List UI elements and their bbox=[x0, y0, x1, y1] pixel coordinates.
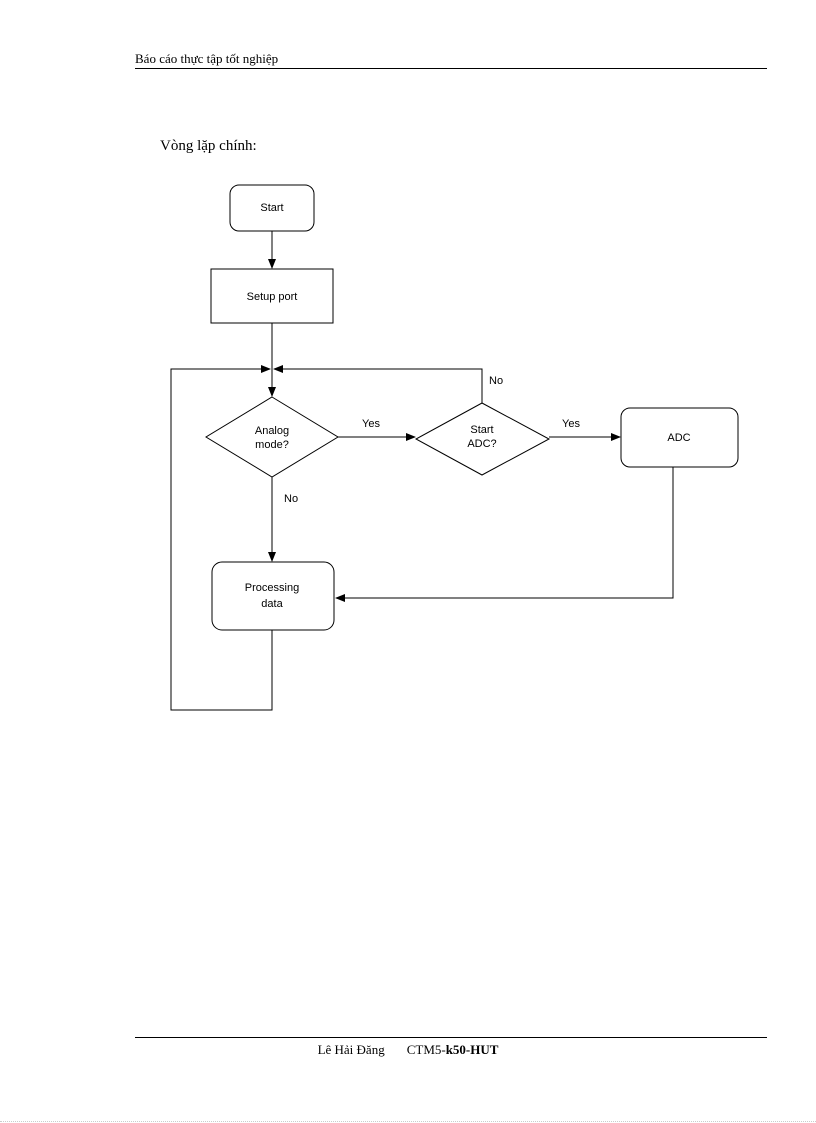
footer-author: Lê Hải Đăng bbox=[317, 1042, 385, 1057]
processing-node bbox=[211, 561, 335, 631]
footer-class-bold: k50-HUT bbox=[445, 1042, 499, 1057]
no-return-path bbox=[273, 365, 483, 403]
analog-label-line1: Analog bbox=[255, 425, 289, 437]
adc-label: ADC bbox=[667, 432, 690, 444]
footer-divider bbox=[135, 1037, 767, 1038]
footer-class-prefix: CTM5- bbox=[406, 1042, 446, 1057]
no-top-label: No bbox=[489, 375, 503, 387]
header-divider bbox=[135, 68, 767, 69]
arrow-adc-processing bbox=[335, 467, 674, 602]
startadc-label-line1: Start bbox=[470, 424, 493, 436]
page-bottom-border bbox=[0, 1121, 816, 1122]
footer: Lê Hải Đăng CTM5-k50-HUT bbox=[0, 1042, 816, 1058]
setup-node bbox=[210, 268, 334, 324]
loop-back-path bbox=[170, 365, 273, 711]
setup-label: Setup port bbox=[247, 291, 298, 303]
analog-mode-decision bbox=[205, 396, 339, 478]
start-adc-decision bbox=[414, 402, 551, 476]
yes1-label: Yes bbox=[362, 418, 380, 430]
processing-label-line1: Processing bbox=[245, 582, 299, 594]
adc-node bbox=[620, 407, 739, 468]
yes2-label: Yes bbox=[562, 418, 580, 430]
analog-label-line2: mode? bbox=[255, 439, 289, 451]
start-label: Start bbox=[260, 202, 283, 214]
no-down-label: No bbox=[284, 493, 298, 505]
header-title: Báo cáo thực tập tốt nghiệp bbox=[135, 51, 279, 66]
processing-label-line2: data bbox=[261, 598, 283, 610]
startadc-label-line2: ADC? bbox=[467, 438, 496, 450]
section-label: Vòng lặp chính: bbox=[160, 138, 257, 154]
